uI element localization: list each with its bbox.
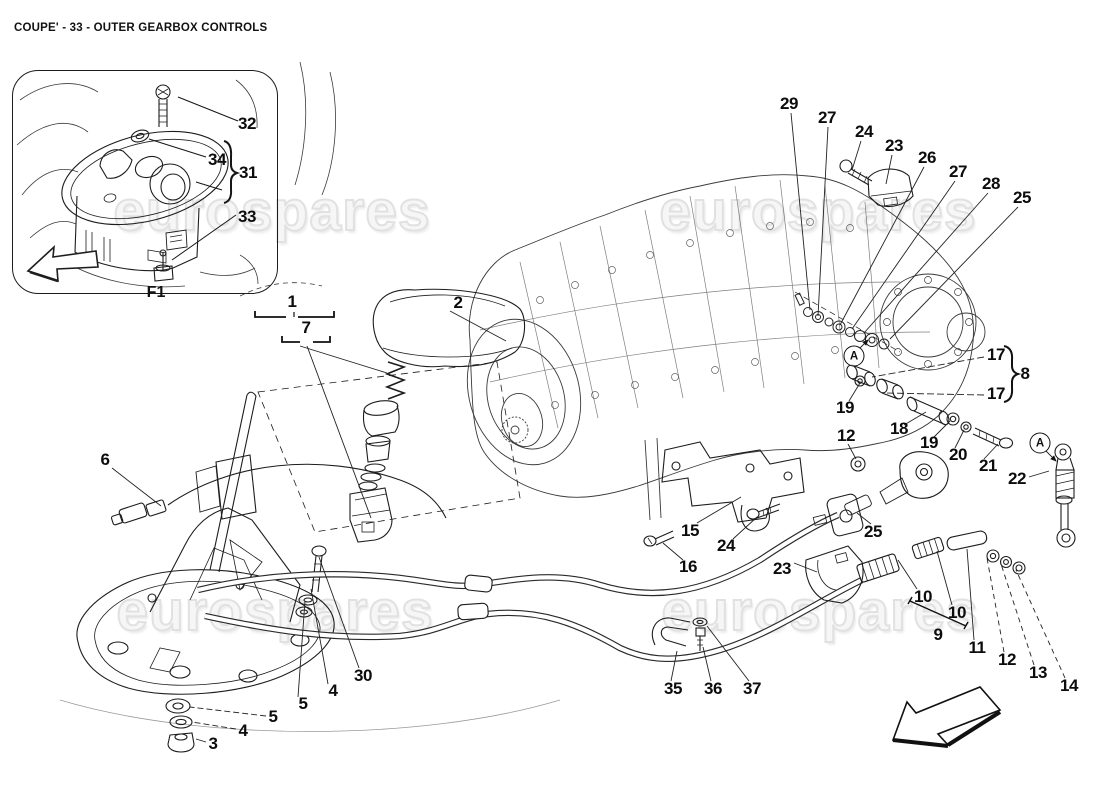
gearbox-housing: [466, 159, 986, 521]
watermark-text: eurospares: [658, 178, 977, 244]
linkage-parts: [812, 364, 1076, 583]
leader-lines: [111, 112, 1066, 743]
watermark-text: eurospares: [660, 578, 979, 644]
direction-arrow: [891, 686, 1002, 748]
control-cables: [197, 512, 864, 662]
detail-inset-panel: [12, 70, 278, 294]
support-bracket-and-fixings: [643, 441, 864, 651]
inset-figure-label: F1: [146, 284, 166, 301]
group-brackets: [254, 311, 1022, 630]
inset-shift-gate: [26, 84, 229, 283]
shifter-assembly: [59, 288, 561, 753]
console-sketch: [239, 61, 336, 297]
watermark-text: eurospares: [115, 578, 434, 644]
inset-leader-lines: [148, 96, 241, 261]
page-title: COUPE' - 33 - OUTER GEARBOX CONTROLS: [14, 22, 268, 34]
